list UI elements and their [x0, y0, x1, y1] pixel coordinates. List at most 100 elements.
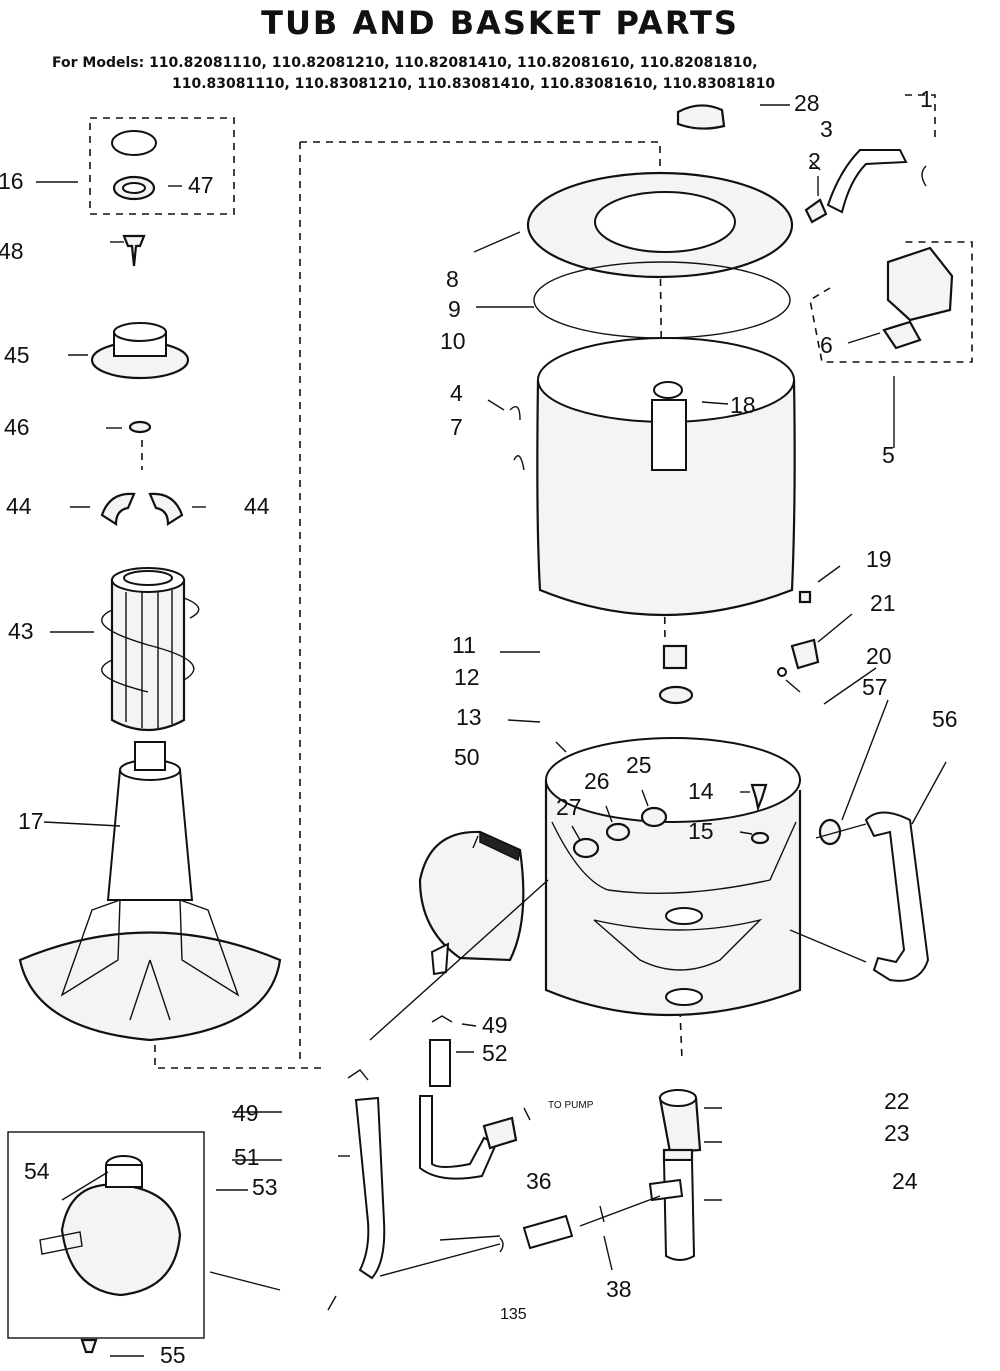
label-part-9: 9 [448, 296, 461, 322]
part-43-shape [110, 578, 186, 731]
label-part-36: 36 [526, 1168, 552, 1194]
label-part-25: 25 [626, 752, 652, 778]
label-part-23: 23 [884, 1120, 910, 1146]
label-to-pump: TO PUMP [548, 1100, 594, 1111]
label-part-15: 15 [688, 818, 714, 844]
part-18-shape [653, 381, 683, 399]
part-21-shape [790, 638, 820, 670]
label-part-55: 55 [160, 1342, 186, 1368]
label-part-8: 8 [446, 266, 459, 292]
label-part-56: 56 [932, 706, 958, 732]
part-3-shape [826, 149, 908, 214]
label-part-28: 28 [794, 90, 820, 116]
part-10-shape [536, 379, 796, 617]
label-part-44-left: 44 [6, 493, 32, 519]
part-44-right-shape [148, 492, 184, 527]
part-14-shape [750, 783, 768, 812]
label-part-50: 50 [454, 744, 480, 770]
label-part-12: 12 [454, 664, 480, 690]
dash-part-1 [905, 94, 936, 142]
part-16-shape [111, 130, 157, 156]
label-part-16: 16 [0, 168, 24, 194]
part-28-shape [676, 104, 726, 130]
label-part-43: 43 [8, 618, 34, 644]
label-part-51: 51 [234, 1144, 260, 1170]
part-46-shape [128, 420, 152, 434]
label-part-49: 49 [482, 1012, 508, 1038]
part-15-shape [750, 831, 770, 845]
label-part-27: 27 [556, 794, 582, 820]
label-part-44-right: 44 [244, 493, 270, 519]
label-part-38: 38 [606, 1276, 632, 1302]
part-11-shape [662, 644, 688, 670]
part-50-shape [418, 830, 525, 962]
part-4-7-shapes [509, 406, 525, 471]
label-part-14: 14 [688, 778, 714, 804]
label-part-19: 19 [866, 546, 892, 572]
part-12-shape [658, 685, 694, 705]
label-part-26: 26 [584, 768, 610, 794]
part-25-shape [640, 806, 668, 828]
part-6-shape [882, 320, 922, 350]
part-55-shape [80, 1338, 98, 1354]
part-36-shape [522, 1214, 574, 1250]
label-part-10: 10 [440, 328, 466, 354]
part-2-shape [804, 198, 828, 224]
part-53-shape [60, 1183, 182, 1297]
part-1-shape [921, 165, 927, 187]
part-48-shape [122, 234, 146, 267]
diagram-title: TUB AND BASKET PARTS [261, 4, 739, 42]
to-pump-hose-shape [419, 1095, 498, 1180]
part-44-left-shape [100, 492, 136, 527]
label-part-17: 17 [18, 808, 44, 834]
part-24-shape [662, 1159, 696, 1261]
label-part-20: 20 [866, 643, 892, 669]
label-part-13: 13 [456, 704, 482, 730]
part-26-shape [605, 822, 631, 842]
label-part-1: 1 [920, 86, 933, 112]
label-part-57: 57 [862, 674, 888, 700]
label-part-6: 6 [820, 332, 833, 358]
label-part-21: 21 [870, 590, 896, 616]
part-13-shape [544, 780, 802, 1017]
box-part-6 [809, 241, 973, 363]
label-part-11: 11 [452, 632, 476, 658]
models-line-2: 110.83081110, 110.83081210, 110.83081410… [172, 76, 776, 92]
label-part-5: 5 [882, 442, 895, 468]
label-part-45: 45 [4, 342, 30, 368]
label-part-53: 53 [252, 1174, 278, 1200]
part-49-top-shape [431, 1015, 453, 1023]
dash-lower-axis [679, 1009, 683, 1061]
label-part-52: 52 [482, 1040, 508, 1066]
part-51-shape [354, 1096, 386, 1280]
part-6-module-shape [886, 246, 954, 322]
page-number: 135 [500, 1306, 527, 1323]
leader-lines [36, 104, 947, 1357]
label-part-49-left: 49 [233, 1100, 259, 1126]
label-part-24: 24 [892, 1168, 918, 1194]
label-part-2: 2 [808, 148, 821, 174]
part-20-shape [777, 667, 787, 677]
part-56-shape [864, 811, 930, 982]
label-part-46: 46 [4, 414, 30, 440]
part-38-shape [599, 1205, 605, 1223]
label-part-7: 7 [450, 414, 463, 440]
label-part-48: 48 [0, 238, 24, 264]
label-part-22: 22 [884, 1088, 910, 1114]
label-part-54: 54 [24, 1158, 50, 1184]
part-17-shape [18, 931, 282, 1042]
label-part-4: 4 [450, 380, 463, 406]
part-19-shape [798, 590, 812, 604]
part-23-shape [662, 1148, 694, 1162]
models-line-1: For Models: 110.82081110, 110.82081210, … [52, 55, 758, 71]
dash-agitator-link [154, 1045, 322, 1069]
box-part-16-47 [89, 117, 235, 215]
label-part-47: 47 [188, 172, 214, 198]
part-27-shape [572, 837, 600, 859]
label-part-3: 3 [820, 116, 833, 142]
box-part-53 [7, 1131, 205, 1339]
part-52-shape [429, 1039, 451, 1087]
label-part-18: 18 [730, 392, 756, 418]
